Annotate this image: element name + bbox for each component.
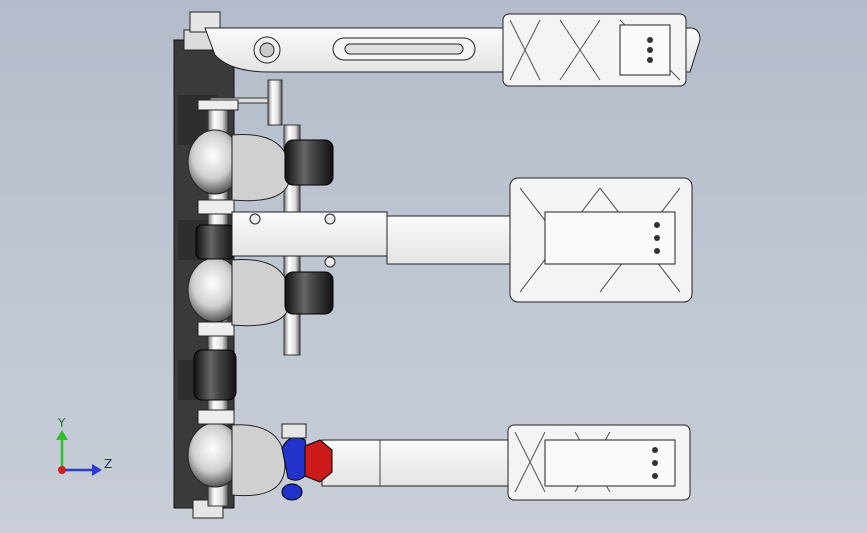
pedal-top[interactable] [204,13,701,87]
triad-y-label: Y [57,416,66,430]
pedal-middle-pad [509,177,693,303]
triad-z-label: Z [104,457,112,471]
pedal-bottom-pad [507,424,691,501]
hydraulic-fittings [281,423,333,501]
master-cylinders [231,134,334,497]
pedal-top-pad [502,13,687,87]
linkage-stack [187,99,243,507]
coordinate-triad: Y Z [56,416,112,476]
pedal-middle[interactable] [231,177,693,303]
pedal-bottom[interactable] [321,424,691,501]
